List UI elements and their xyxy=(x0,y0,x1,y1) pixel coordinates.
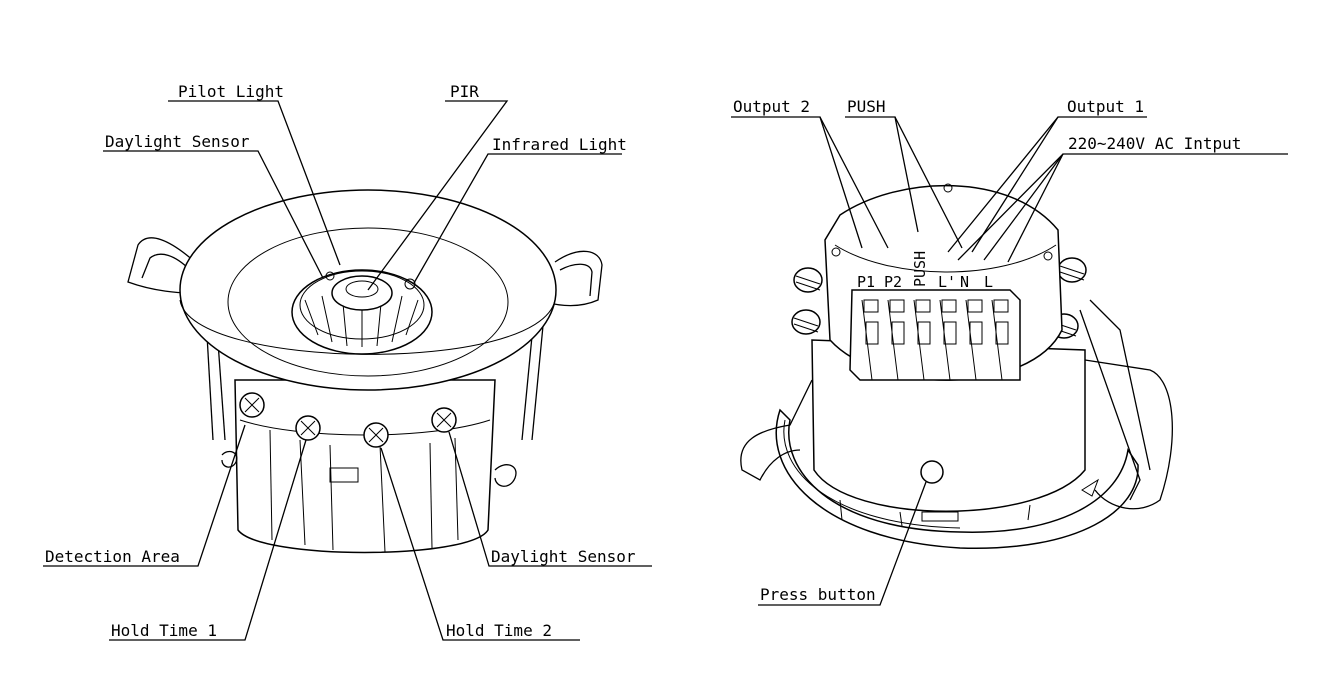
terminal-label-p2: P2 xyxy=(884,273,902,291)
front-view xyxy=(43,100,652,641)
terminal-label-p1: P1 xyxy=(857,273,875,291)
press-button-icon xyxy=(920,460,944,484)
label-ac-input: 220~240V AC Intput xyxy=(1068,134,1241,153)
clip-spring-left-icon xyxy=(791,267,823,335)
terminal-label-push: PUSH xyxy=(911,251,929,287)
label-infrared-light: Infrared Light xyxy=(492,135,627,154)
label-output-1: Output 1 xyxy=(1067,97,1144,116)
screw-daylight-sensor-icon xyxy=(431,407,457,433)
label-hold-time-1: Hold Time 1 xyxy=(111,621,217,640)
label-pilot-light: Pilot Light xyxy=(178,82,284,101)
rear-view xyxy=(731,116,1288,606)
screw-hold-time-1-icon xyxy=(295,415,321,441)
label-hold-time-2: Hold Time 2 xyxy=(446,621,552,640)
label-press-button: Press button xyxy=(760,585,876,604)
terminal-label-l-prime: L' xyxy=(938,273,956,291)
terminal-label-n: N xyxy=(960,273,969,291)
screw-hold-time-2-icon xyxy=(363,422,389,448)
label-pir: PIR xyxy=(450,82,479,101)
label-daylight-sensor-top: Daylight Sensor xyxy=(105,132,250,151)
terminal-block-slots xyxy=(861,299,1009,381)
terminal-label-l: L xyxy=(984,273,993,291)
screw-detection-area-icon xyxy=(239,392,265,418)
label-daylight-sensor-side: Daylight Sensor xyxy=(491,547,636,566)
label-detection-area: Detection Area xyxy=(45,547,180,566)
label-output-2: Output 2 xyxy=(733,97,810,116)
label-push: PUSH xyxy=(847,97,886,116)
